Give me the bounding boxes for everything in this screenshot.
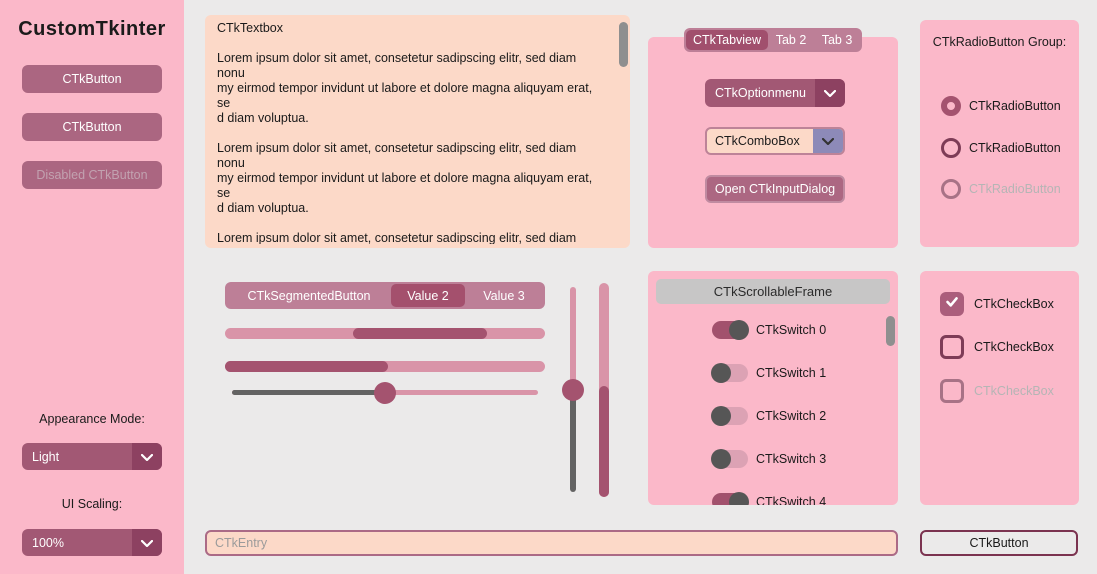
vertical-slider-track: [570, 287, 576, 390]
textbox[interactable]: CTkTextbox Lorem ipsum dolor sit amet, c…: [205, 15, 630, 248]
progressbar-2: [225, 361, 545, 372]
switch-toggle-off[interactable]: [711, 406, 748, 426]
switch-label: CTkSwitch 2: [756, 409, 827, 423]
tabview-tabstrip: CTkTabview Tab 2 Tab 3: [684, 28, 862, 52]
switch-knob: [711, 363, 731, 383]
checkbox-row-2: CTkCheckBox: [940, 335, 1054, 359]
switch-toggle-off[interactable]: [711, 363, 748, 383]
switch-knob: [729, 320, 749, 340]
switch-knob: [729, 492, 749, 505]
chevron-down-icon: [823, 86, 837, 100]
chevron-down-icon: [140, 450, 154, 464]
radio-label: CTkRadioButton: [969, 141, 1061, 155]
textbox-scrollbar[interactable]: [619, 22, 628, 67]
radio-button-disabled-icon: [941, 179, 961, 199]
optionmenu-value: CTkOptionmenu: [715, 86, 807, 100]
scrollable-frame: CTkScrollableFrame CTkSwitch 0 CTkSwitch…: [648, 271, 898, 505]
horizontal-slider[interactable]: [225, 382, 545, 404]
vertical-slider-handle[interactable]: [562, 378, 584, 401]
radio-label-disabled: CTkRadioButton: [969, 182, 1061, 196]
ui-scaling-optionmenu[interactable]: 100%: [22, 529, 162, 556]
ctk-combobox[interactable]: CTkComboBox: [705, 127, 845, 155]
slider-progress: [232, 390, 385, 395]
ui-scaling-label: UI Scaling:: [61, 497, 123, 511]
checkbox-row-3: CTkCheckBox: [940, 379, 1054, 403]
radio-row-2: CTkRadioButton: [941, 138, 1061, 158]
switch-row-3: CTkSwitch 3: [711, 449, 827, 469]
switch-knob: [711, 406, 731, 426]
sidebar-button-1[interactable]: CTkButton: [22, 65, 162, 93]
switch-toggle-on[interactable]: [712, 492, 749, 505]
appearance-mode-value: Light: [32, 449, 60, 464]
checkbox-label-disabled: CTkCheckBox: [974, 384, 1054, 398]
scrollable-frame-scrollbar[interactable]: [886, 316, 895, 346]
switch-toggle-on[interactable]: [712, 320, 749, 340]
switch-row-0: CTkSwitch 0: [712, 320, 826, 340]
entry-input[interactable]: [205, 530, 898, 556]
radio-label: CTkRadioButton: [969, 99, 1061, 113]
textbox-content: CTkTextbox Lorem ipsum dolor sit amet, c…: [217, 21, 593, 244]
chevron-down-icon: [821, 132, 835, 150]
scrollable-frame-title: CTkScrollableFrame: [656, 279, 890, 304]
ui-scaling-dropdown-button[interactable]: [132, 529, 162, 556]
vertical-progressbar: [599, 283, 609, 497]
radio-row-3: CTkRadioButton: [941, 179, 1061, 199]
checkbox-label: CTkCheckBox: [974, 340, 1054, 354]
app-title: CustomTkinter: [18, 18, 166, 40]
bottom-ctkbutton[interactable]: CTkButton: [920, 530, 1078, 556]
progressbar-1-fill: [353, 328, 488, 339]
segmented-button: CTkSegmentedButton Value 2 Value 3: [225, 282, 545, 309]
checkbox-checked-icon[interactable]: [940, 292, 964, 316]
tab-2[interactable]: Tab 2: [775, 33, 807, 47]
tab-ctktabview[interactable]: CTkTabview: [686, 30, 768, 50]
switch-toggle-off[interactable]: [711, 449, 748, 469]
switch-knob: [711, 449, 731, 469]
switch-row-2: CTkSwitch 2: [711, 406, 827, 426]
chevron-down-icon: [140, 536, 154, 550]
optionmenu-dropdown-button[interactable]: [815, 79, 845, 107]
open-input-dialog-button[interactable]: Open CTkInputDialog: [705, 175, 845, 203]
switch-row-1: CTkSwitch 1: [711, 363, 827, 383]
switch-row-4: CTkSwitch 4: [712, 492, 826, 505]
checkbox-frame: CTkCheckBox CTkCheckBox CTkCheckBox: [920, 271, 1079, 505]
progressbar-2-fill: [225, 361, 389, 372]
vertical-slider[interactable]: [562, 279, 584, 503]
radiobutton-group-title: CTkRadioButton Group:: [932, 35, 1067, 49]
checkbox-disabled-icon: [940, 379, 964, 403]
radio-row-1: CTkRadioButton: [941, 96, 1061, 116]
switch-label: CTkSwitch 4: [756, 495, 827, 505]
progressbar-1: [225, 328, 545, 339]
checkbox-row-1: CTkCheckBox: [940, 292, 1054, 316]
appearance-mode-optionmenu[interactable]: Light: [22, 443, 162, 470]
ctk-optionmenu[interactable]: CTkOptionmenu: [705, 79, 845, 107]
ui-scaling-value: 100%: [32, 535, 64, 550]
radio-button-icon[interactable]: [941, 138, 961, 158]
slider-handle[interactable]: [374, 382, 396, 404]
combobox-value: CTkComboBox: [715, 134, 800, 148]
switch-label: CTkSwitch 1: [756, 366, 827, 380]
sidebar-button-disabled: Disabled CTkButton: [22, 161, 162, 189]
sidebar: CustomTkinter CTkButton CTkButton Disabl…: [0, 0, 184, 574]
check-icon: [945, 295, 959, 313]
checkbox-unchecked-icon[interactable]: [940, 335, 964, 359]
sidebar-button-2[interactable]: CTkButton: [22, 113, 162, 141]
radiobutton-frame: CTkRadioButton Group: CTkRadioButton CTk…: [920, 20, 1079, 247]
segment-value-2[interactable]: Value 2: [391, 284, 465, 307]
radio-button-selected-icon[interactable]: [941, 96, 961, 116]
appearance-mode-dropdown-button[interactable]: [132, 443, 162, 470]
vertical-progressbar-fill: [599, 385, 609, 497]
segment-ctksegmentedbutton[interactable]: CTkSegmentedButton: [247, 288, 371, 303]
switch-label: CTkSwitch 0: [756, 323, 827, 337]
appearance-mode-label: Appearance Mode:: [39, 412, 145, 426]
segment-value-3[interactable]: Value 3: [483, 288, 525, 303]
checkbox-label: CTkCheckBox: [974, 297, 1054, 311]
vertical-slider-progress: [570, 389, 576, 492]
combobox-dropdown-button[interactable]: [813, 129, 843, 153]
tab-3[interactable]: Tab 3: [821, 33, 853, 47]
switch-label: CTkSwitch 3: [756, 452, 827, 466]
